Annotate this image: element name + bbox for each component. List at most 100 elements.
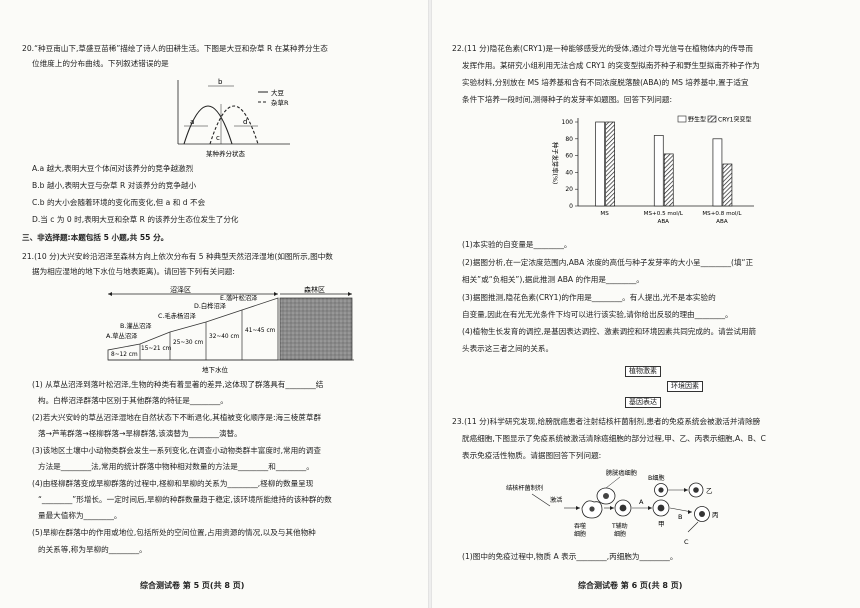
q21-type-c: C.毛赤杨沼泽	[158, 311, 197, 320]
q20-legend-soybean: 大豆	[271, 88, 285, 97]
q22-stem-line3: 实验材料,分别放在 MS 培养基和含有不同浓度脱落酸(ABA)的 MS 培养基中…	[462, 78, 749, 87]
q23-bcell-label: B细胞	[648, 474, 665, 482]
q20-label-b: b	[218, 78, 223, 86]
chart-x-tick-label-line2: ABA	[716, 219, 728, 225]
q20-figure-caption: 某种养分状态	[206, 149, 246, 158]
q23-cell-jia: 甲	[658, 520, 665, 528]
q23-th-label-2: 细胞	[614, 530, 626, 538]
chart-y-tick-label: 0	[569, 203, 573, 210]
q23-immune-figure: 膀胱癌细胞 结核杆菌制剂 激活 吞噬 细胞 T辅助 细胞 A 甲	[506, 469, 719, 546]
chart-y-tick-label: 60	[565, 153, 573, 160]
q23-phagocyte-label-2: 细胞	[574, 530, 586, 538]
q23-cell-yi: 乙	[706, 487, 713, 495]
q21-line-7: (4)由柽柳群落变成旱柳群落的过程中,柽柳和旱柳的关系为________,柽柳的…	[32, 479, 314, 488]
section-3-heading: 三、非选择题:本题包括 5 小题,共 55 分。	[22, 233, 169, 242]
q21-depth-b: 15~21 cm	[141, 346, 172, 352]
chart-legend-swatch	[707, 115, 717, 123]
q21-depth-a: 8~12 cm	[111, 352, 138, 358]
q22-stem-line1: 22.(11 分)隐花色素(CRY1)是一种能够感受光的受体,通过介导光信号在植…	[452, 44, 753, 53]
q21-line-9: 量最大值称为________。	[38, 511, 122, 520]
q20-option-c: C.b 的大小会随着环境的变化而变化,但 a 和 d 不会	[32, 198, 206, 207]
q21-type-a: A.草丛沼泽	[106, 331, 138, 340]
q23-stem-line3: 表示免疫活性物质。请据图回答下列问题:	[462, 451, 602, 460]
q23-phagocyte-label-1: 吞噬	[574, 522, 586, 530]
chart-x-tick-label-line2: ABA	[658, 219, 670, 225]
chart-y-tick-label: 20	[565, 186, 573, 193]
q21-line-10: (5)旱柳在群落中的作用或地位,包括所处的空间位置,占用资源的情况,以及与其他物…	[32, 528, 316, 537]
q22-stem-line4: 条件下培养一段时间,测得种子的发芽率如题图。回答下列问题:	[462, 95, 673, 104]
bladder-cancer-cell-icon	[596, 487, 616, 505]
q20-option-b: B.b 越小,表明大豆与杂草 R 对该养分的竞争越小	[32, 181, 197, 190]
q21-forest-zone-block	[279, 297, 353, 361]
cell-bing-icon	[694, 506, 710, 522]
q21-type-e: E.落叶松沼泽	[220, 293, 258, 302]
chart-y-tick-label: 100	[562, 119, 574, 126]
q23-stem-line2: 胱癌细胞,下图显示了免疫系统被激活清除癌细胞的部分过程,甲、乙、丙表示细胞,A、…	[462, 434, 766, 443]
q21-line-4: 落→芦苇群落→柽柳群落→旱柳群落,该演替为________演替。	[38, 429, 242, 438]
box-environment-factor: 环境因素	[667, 381, 703, 392]
q21-line-11: 的关系等,称为旱柳的________。	[38, 545, 147, 554]
q21-type-b: B.灌丛沼泽	[120, 321, 152, 330]
chart-bar-wildtype	[653, 135, 664, 207]
q22-line-5: 自变量,因此在有光无光条件下均可以进行该实验,请你给出反驳的理由________…	[462, 310, 733, 319]
q20-niche-figure: b a c d 大豆 杂草R 某种养分状态	[177, 78, 290, 158]
t-helper-cell-icon	[614, 499, 632, 517]
q21-water-table-label: 地下水位	[202, 365, 229, 374]
q21-line-8: “________”形增长。一定时间后,旱柳的种群数量趋于稳定,该环境所能维持的…	[38, 495, 332, 504]
right-page: 22.(11 分)隐花色素(CRY1)是一种能够感受光的受体,通过介导光信号在植…	[432, 0, 860, 608]
q23-tb-agent-label: 结核杆菌制剂	[506, 484, 543, 492]
q23-th-label-1: T辅助	[611, 522, 628, 530]
q20-stem-line1: 20.“种豆南山下,草盛豆苗稀”描绘了诗人的田耕生活。下图是大豆和杂草 R 在某…	[22, 44, 328, 53]
chart-bar-wildtype	[595, 121, 605, 207]
q22-line-6: (4)植物生长发育的调控,是基因表达调控、激素调控和环境因素共同完成的。请尝试用…	[462, 327, 757, 336]
left-page-footer: 综合测试卷 第 5 页(共 8 页)	[140, 581, 245, 590]
q21-wetland-figure: 沼泽区 森林区 A.草丛沼泽 B.灌丛沼泽 C.毛赤杨沼泽 D.白桦沼泽 E.落…	[106, 285, 354, 374]
chart-bar-wildtype	[712, 138, 723, 207]
q21-type-d: D.白桦沼泽	[194, 301, 227, 310]
q21-stem-line2: 据为相应湿地的地下水位与地表距离)。请回答下列有关问题:	[32, 267, 235, 276]
chart-x-tick-label: MS+0.8 mol/L	[702, 211, 742, 217]
q20-label-a: a	[190, 118, 194, 126]
chart-legend-label: 野生型	[688, 116, 706, 124]
page-fold	[428, 0, 432, 608]
q21-depth-c: 25~30 cm	[173, 340, 204, 346]
right-page-footer: 综合测试卷 第 6 页(共 8 页)	[578, 581, 683, 590]
q23-line-1: (1)图中的免疫过程中,物质 A 表示________,丙细胞为________…	[462, 552, 678, 561]
b-cell-icon	[654, 483, 668, 497]
q23-bladder-cancer-label: 膀胱癌细胞	[606, 469, 637, 477]
q22-line-3: 相关”或“负相关”),据此推测 ABA 的作用是________。	[462, 275, 644, 284]
q23-substance-b: B	[678, 513, 682, 521]
q22-line-7: 头表示这三者之间的关系。	[462, 344, 554, 353]
box-plant-hormone: 植物激素	[625, 366, 661, 377]
q22-stem-line2: 发挥作用。某研究小组利用无法合成 CRY1 的突变型拟南芥种子和野生型拟南芥种子…	[462, 61, 760, 70]
chart-x-tick-label: MS+0.5 mol/L	[644, 211, 684, 217]
chart-bar-mutant	[663, 153, 674, 207]
q21-line-3: (2)若大兴安岭的草丛沼泽湿地在自然状态下不断退化,其植被变化顺序是:海三棱蔗草…	[32, 413, 322, 422]
q21-zone-marsh: 沼泽区	[170, 285, 191, 294]
q21-stem-line1: 21.(10 分)大兴安岭沿沼泽至森林方向上依次分布有 5 种典型天然沼泽湿地(…	[22, 252, 333, 261]
q21-line-6: 方法是________法,常用的统计群落中物种相对数量的方法是________和…	[38, 462, 314, 471]
q22-line-4: (3)据图推测,隐花色素(CRY1)的作用是________。有人提出,光不是本…	[462, 293, 716, 302]
q23-activate-label: 激活	[550, 496, 562, 504]
q20-label-d: d	[243, 118, 247, 126]
box-gene-expression: 基因表达	[625, 397, 661, 408]
q21-depth-e: 41~45 cm	[245, 328, 276, 334]
chart-legend-label: CRY1突变型	[718, 116, 751, 124]
q21-zone-forest: 森林区	[304, 285, 325, 294]
chart-legend-swatch	[677, 115, 687, 123]
cell-jia-icon	[652, 499, 670, 517]
q20-stem-line2: 位维度上的分布曲线。下列叙述错误的是	[32, 59, 169, 68]
q23-cell-bing: 丙	[712, 511, 719, 519]
q20-legend-weed: 杂草R	[271, 98, 289, 107]
q22-line-1: (1)本实验的自变量是________。	[462, 240, 572, 249]
cell-yi-icon	[688, 482, 704, 498]
q23-stem-line1: 23.(11 分)科学研究发现,给膀胱癌患者注射结核杆菌制剂,患者的免疫系统会被…	[452, 417, 761, 426]
q20-option-d: D.当 c 为 0 时,表明大豆和杂草 R 的该养分生态位发生了分化	[32, 215, 239, 224]
q21-line-1: (1) 从草丛沼泽到落叶松沼泽,生物的种类有着显著的差异,这体现了群落具有___…	[32, 380, 324, 389]
chart-y-axis-label: 种子发芽率(%)	[551, 142, 560, 184]
left-page: 20.“种豆南山下,草盛豆苗稀”描绘了诗人的田耕生活。下图是大豆和杂草 R 在某…	[22, 44, 354, 590]
chart-bar-mutant	[605, 121, 615, 207]
q21-line-5: (3)该地区土壤中小动物类群会发生一系列变化,在调查小动物类群丰富度时,常用的调…	[32, 446, 321, 455]
q22-line-2: (2)据图分析,在一定浓度范围内,ABA 浓度的高低与种子发芽率的大小呈____…	[462, 258, 754, 267]
